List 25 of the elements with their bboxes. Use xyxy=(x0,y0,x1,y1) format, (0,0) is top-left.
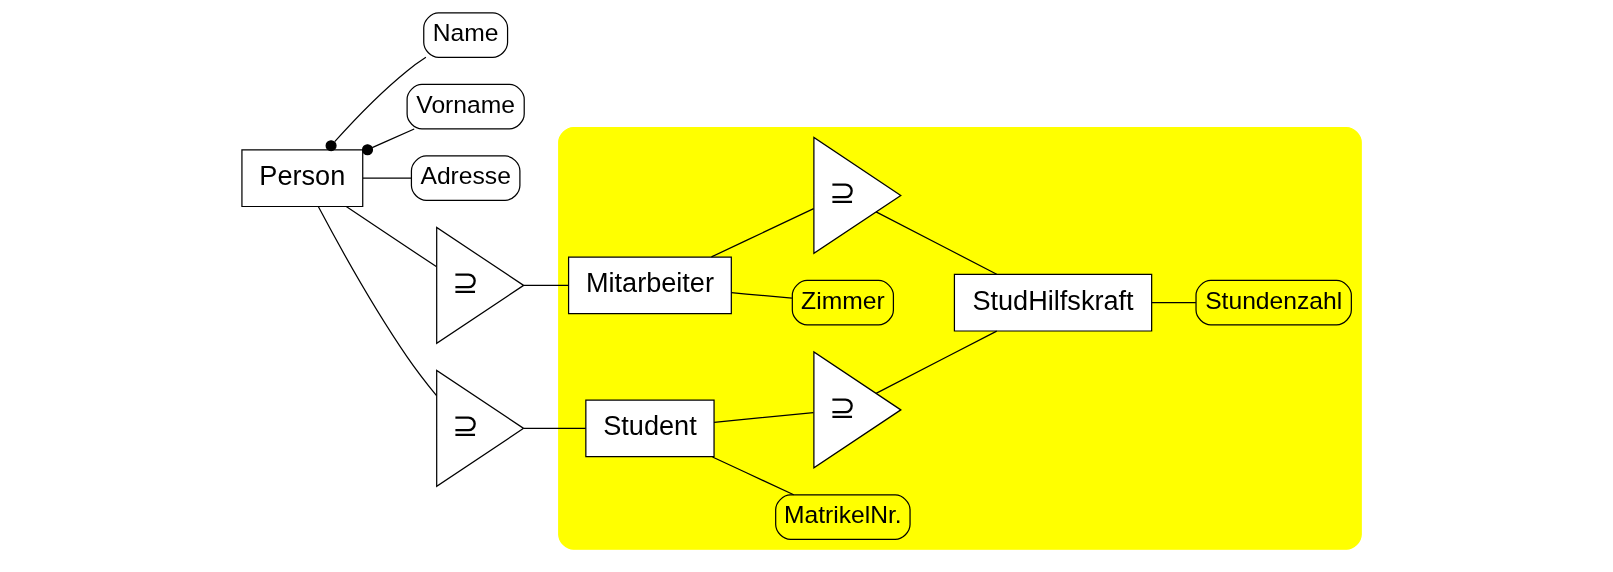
node-box: Name xyxy=(423,12,509,58)
connector xyxy=(325,56,427,152)
node-box: MatrikelNr. xyxy=(775,494,911,540)
node-box: Adresse xyxy=(410,155,521,201)
connector xyxy=(317,206,438,397)
node-box: Person xyxy=(241,149,364,208)
connector xyxy=(523,427,587,429)
connector xyxy=(730,292,793,299)
connector xyxy=(361,128,415,156)
node-box: Mitarbeiter xyxy=(567,256,732,315)
node-box: StudHilfskraft xyxy=(953,273,1153,332)
connector xyxy=(711,456,795,496)
connector xyxy=(713,412,815,423)
connector xyxy=(1151,302,1197,304)
node-box: Student xyxy=(585,399,715,458)
connector xyxy=(875,211,998,275)
cluster xyxy=(558,127,1362,550)
connector xyxy=(710,208,815,258)
node-box: Vorname xyxy=(406,83,525,130)
connector xyxy=(345,206,437,268)
node-box: Zimmer xyxy=(791,279,894,326)
connector xyxy=(523,284,570,286)
node-box: Stundenzahl xyxy=(1195,279,1352,326)
connector xyxy=(875,330,998,394)
connector xyxy=(362,177,412,179)
